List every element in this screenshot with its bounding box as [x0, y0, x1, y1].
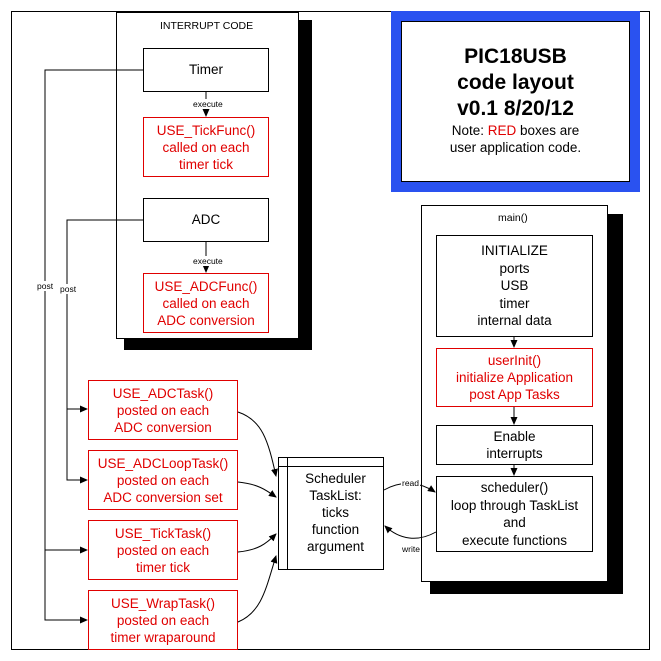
wrap-task-line-2: posted on each [116, 612, 210, 628]
initialize-line-3: USB [500, 278, 529, 294]
post-inner-label: post [59, 284, 78, 294]
adc-func-line-1: USE_ADCFunc() [154, 278, 258, 294]
write-label: write [401, 544, 421, 554]
user-init-line-3: post App Tasks [469, 387, 560, 402]
note-red-word: RED [487, 123, 517, 138]
adc-task-line-2: posted on each [116, 402, 210, 418]
adc-func-box: USE_ADCFunc() called on each ADC convers… [143, 273, 269, 333]
note-suffix: boxes are [516, 123, 580, 138]
timer-box: Timer [143, 48, 269, 92]
scheduler-box: scheduler() loop through TaskList and ex… [436, 476, 593, 552]
execute-timer-label: execute [192, 99, 224, 109]
adc-func-line-3: ADC conversion [157, 312, 255, 328]
adc-task-box: USE_ADCTask() posted on each ADC convers… [88, 380, 238, 440]
scheduler-line-3: and [503, 515, 526, 530]
tick-func-box: USE_TickFunc() called on each timer tick [143, 117, 269, 177]
title-inner: PIC18USB code layout v0.1 8/20/12 Note: … [401, 21, 630, 182]
initialize-line-4: timer [499, 295, 530, 311]
post-inner-wire [66, 219, 143, 484]
scheduler-line-1: scheduler() [480, 480, 549, 495]
initialize-line-2: ports [499, 260, 530, 276]
timer-label: Timer [189, 62, 223, 78]
user-init-box: userInit() initialize Application post A… [436, 348, 593, 407]
adc-task-curve [237, 411, 278, 477]
adc-loop-task-line-1: USE_ADCLoopTask() [97, 455, 229, 471]
title-line-1: PIC18USB [464, 45, 567, 68]
tick-task-line-1: USE_TickTask() [114, 525, 212, 541]
tick-func-line-1: USE_TickFunc() [156, 122, 256, 138]
title-line-3: v0.1 8/20/12 [457, 97, 574, 120]
note-prefix: Note: [451, 123, 488, 138]
enable-line-1: Enable [493, 428, 536, 444]
post-outer-wire [44, 69, 143, 624]
title-box: PIC18USB code layout v0.1 8/20/12 Note: … [391, 11, 640, 192]
tick-task-line-2: posted on each [116, 542, 210, 558]
initialize-line-5: internal data [477, 313, 552, 329]
execute-adc-label: execute [192, 256, 224, 266]
enable-interrupts-box: Enable interrupts [436, 425, 593, 465]
user-init-line-1: userInit() [487, 353, 542, 368]
adc-box: ADC [143, 198, 269, 242]
tasklist-line-4: function [311, 522, 360, 537]
wrap-task-box: USE_WrapTask() posted on each timer wrap… [88, 590, 238, 650]
diagram-frame [11, 11, 650, 650]
wrap-task-curve [237, 555, 278, 623]
tasklist-top-stripe [279, 466, 383, 467]
wrap-task-line-3: timer wraparound [110, 629, 216, 645]
initialize-box: INITIALIZE ports USB timer internal data [436, 235, 593, 337]
title-line-2: code layout [457, 71, 574, 94]
initialize-line-1: INITIALIZE [481, 243, 548, 259]
tick-task-box: USE_TickTask() posted on each timer tick [88, 520, 238, 580]
tasklist-left-stripe [287, 458, 288, 569]
scheduler-line-2: loop through TaskList [450, 497, 579, 513]
interrupt-panel-title: INTERRUPT CODE [160, 20, 254, 32]
scheduler-tasklist-box: Scheduler TaskList: ticks function argum… [278, 457, 384, 570]
tick-func-line-3: timer tick [179, 156, 233, 172]
adc-loop-task-line-2: posted on each [116, 472, 210, 488]
scheduler-line-4: execute functions [461, 532, 568, 548]
tasklist-line-2: TaskList: [309, 488, 362, 503]
adc-task-line-1: USE_ADCTask() [112, 385, 214, 401]
tick-func-line-2: called on each [162, 139, 250, 155]
wrap-task-line-1: USE_WrapTask() [110, 595, 216, 611]
enable-line-2: interrupts [486, 446, 543, 461]
tasklist-text: Scheduler TaskList: ticks function argum… [288, 470, 383, 555]
tick-task-line-3: timer tick [136, 559, 190, 575]
user-init-line-2: initialize Application [455, 370, 574, 385]
tasklist-line-5: argument [306, 539, 365, 554]
post-outer-label: post [36, 281, 55, 291]
tick-task-curve [237, 533, 277, 553]
write-curve [384, 525, 437, 539]
adc-loop-task-box: USE_ADCLoopTask() posted on each ADC con… [88, 450, 238, 510]
note-line-1: Note: RED boxes are [402, 122, 629, 139]
adc-loop-task-line-3: ADC conversion set [103, 489, 223, 505]
adc-label: ADC [191, 212, 221, 228]
adc-loop-task-curve [237, 481, 277, 498]
tasklist-line-1: Scheduler [305, 471, 366, 486]
main-panel-title: main() [498, 212, 528, 224]
adc-func-line-2: called on each [162, 295, 250, 311]
read-label: read [401, 478, 421, 488]
adc-task-line-3: ADC conversion [114, 419, 212, 435]
tasklist-line-3: ticks [322, 505, 349, 520]
note-line-2: user application code. [449, 140, 582, 155]
